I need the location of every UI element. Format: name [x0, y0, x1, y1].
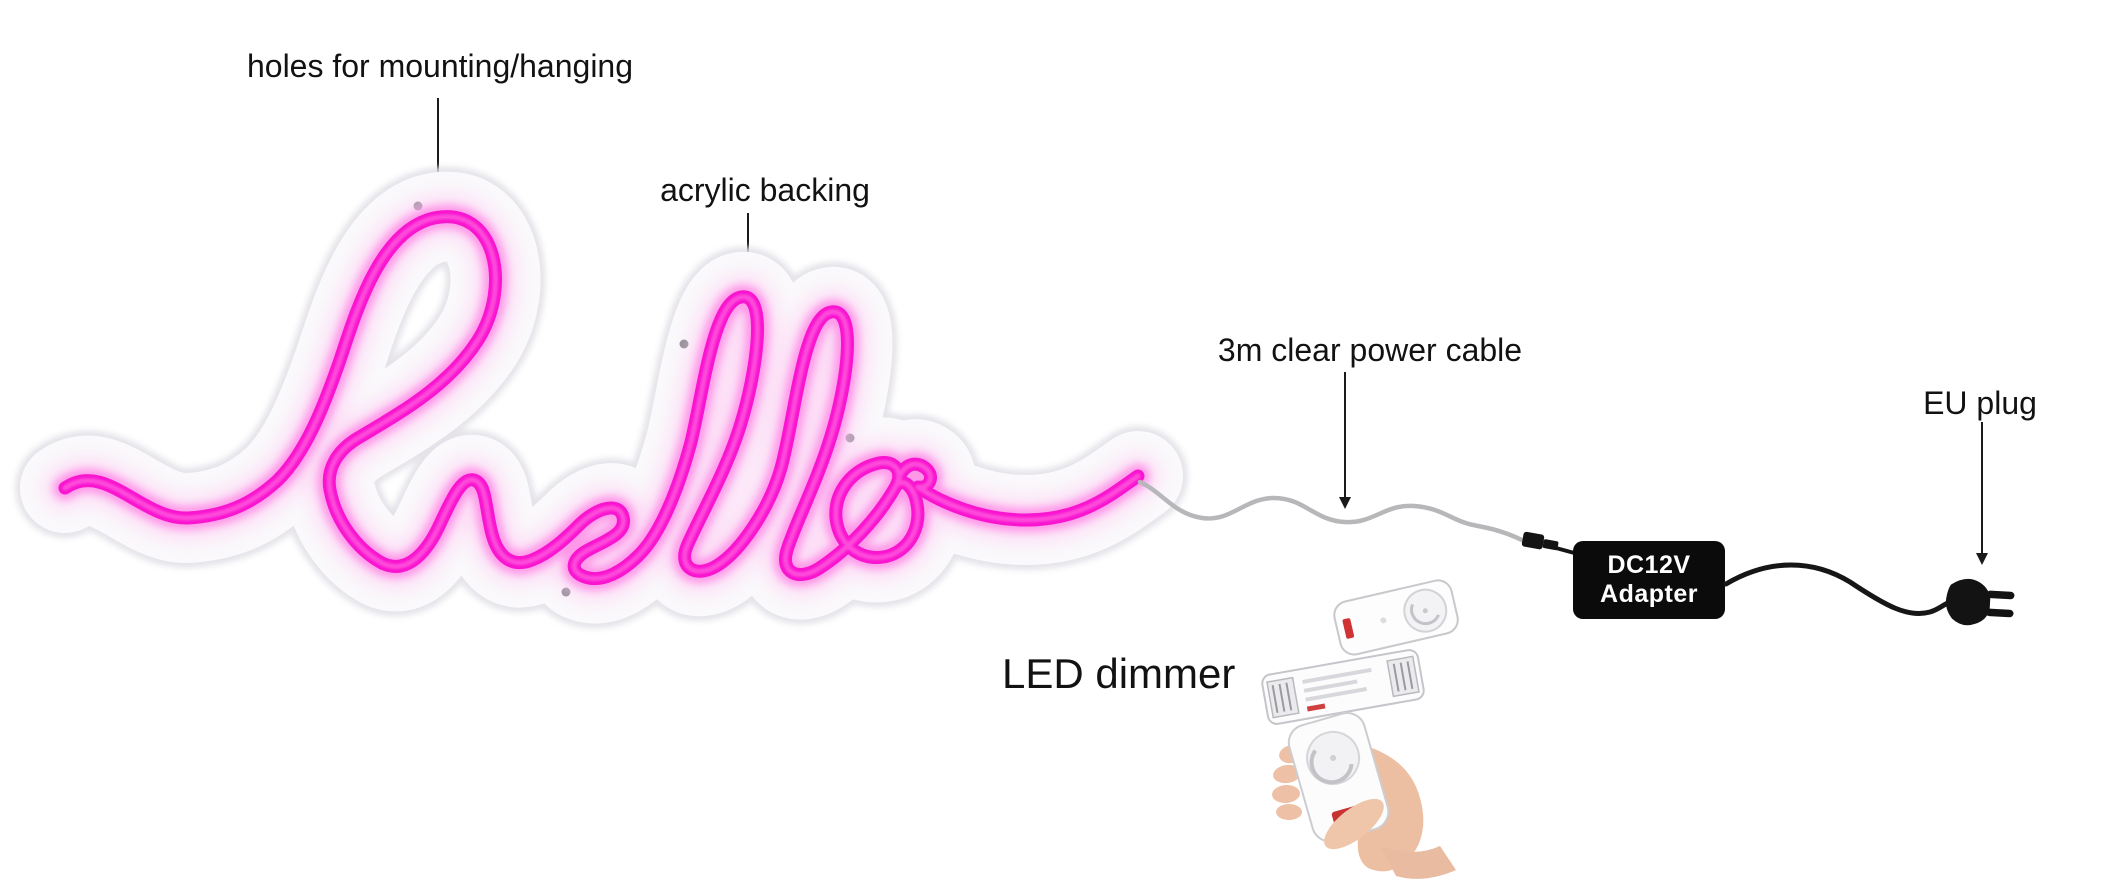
neon-tube-highlight [62, 214, 1141, 581]
brand-mark [1306, 703, 1326, 712]
cable-connector-icon [1521, 531, 1559, 551]
label-led-dimmer: LED dimmer [1002, 650, 1236, 697]
dimmer-remote-icon [1333, 579, 1459, 656]
arrow-mounting-holes [437, 98, 439, 190]
mounting-hole-dot [679, 339, 689, 349]
dc12v-adapter: DC12V Adapter [1573, 541, 1725, 619]
label-eu-plug: EU plug [1923, 385, 2037, 421]
neon-sign-hello [15, 166, 1188, 629]
wrist [1380, 846, 1456, 879]
label-acrylic-backing: acrylic backing [660, 172, 870, 208]
led-dimmer-set [1261, 579, 1459, 879]
fingertip [1276, 804, 1302, 820]
adapter-line2: Adapter [1600, 580, 1698, 608]
eu-plug-icon [1945, 578, 2015, 626]
label-mounting-holes: holes for mounting/hanging [246, 48, 634, 84]
thumb [1324, 798, 1384, 850]
hand-holding-remote-icon [1272, 712, 1456, 879]
dimmer-receiver-icon [1261, 649, 1425, 725]
adapter-line1: DC12V [1607, 551, 1691, 580]
fingertip [1273, 764, 1301, 784]
fingertip [1272, 784, 1300, 804]
arrow-power-cable [1344, 372, 1346, 498]
power-cable-wire [1137, 479, 1529, 545]
label-power-cable: 3m clear power cable [1217, 332, 1523, 368]
brand-mark [1342, 618, 1355, 639]
plug-cable-wire [1723, 562, 1953, 616]
power-cable [1137, 479, 1580, 556]
plug-cable-and-plug [1723, 562, 2015, 626]
terminal-block [1266, 676, 1300, 719]
arrow-eu-plug [1981, 422, 1983, 554]
